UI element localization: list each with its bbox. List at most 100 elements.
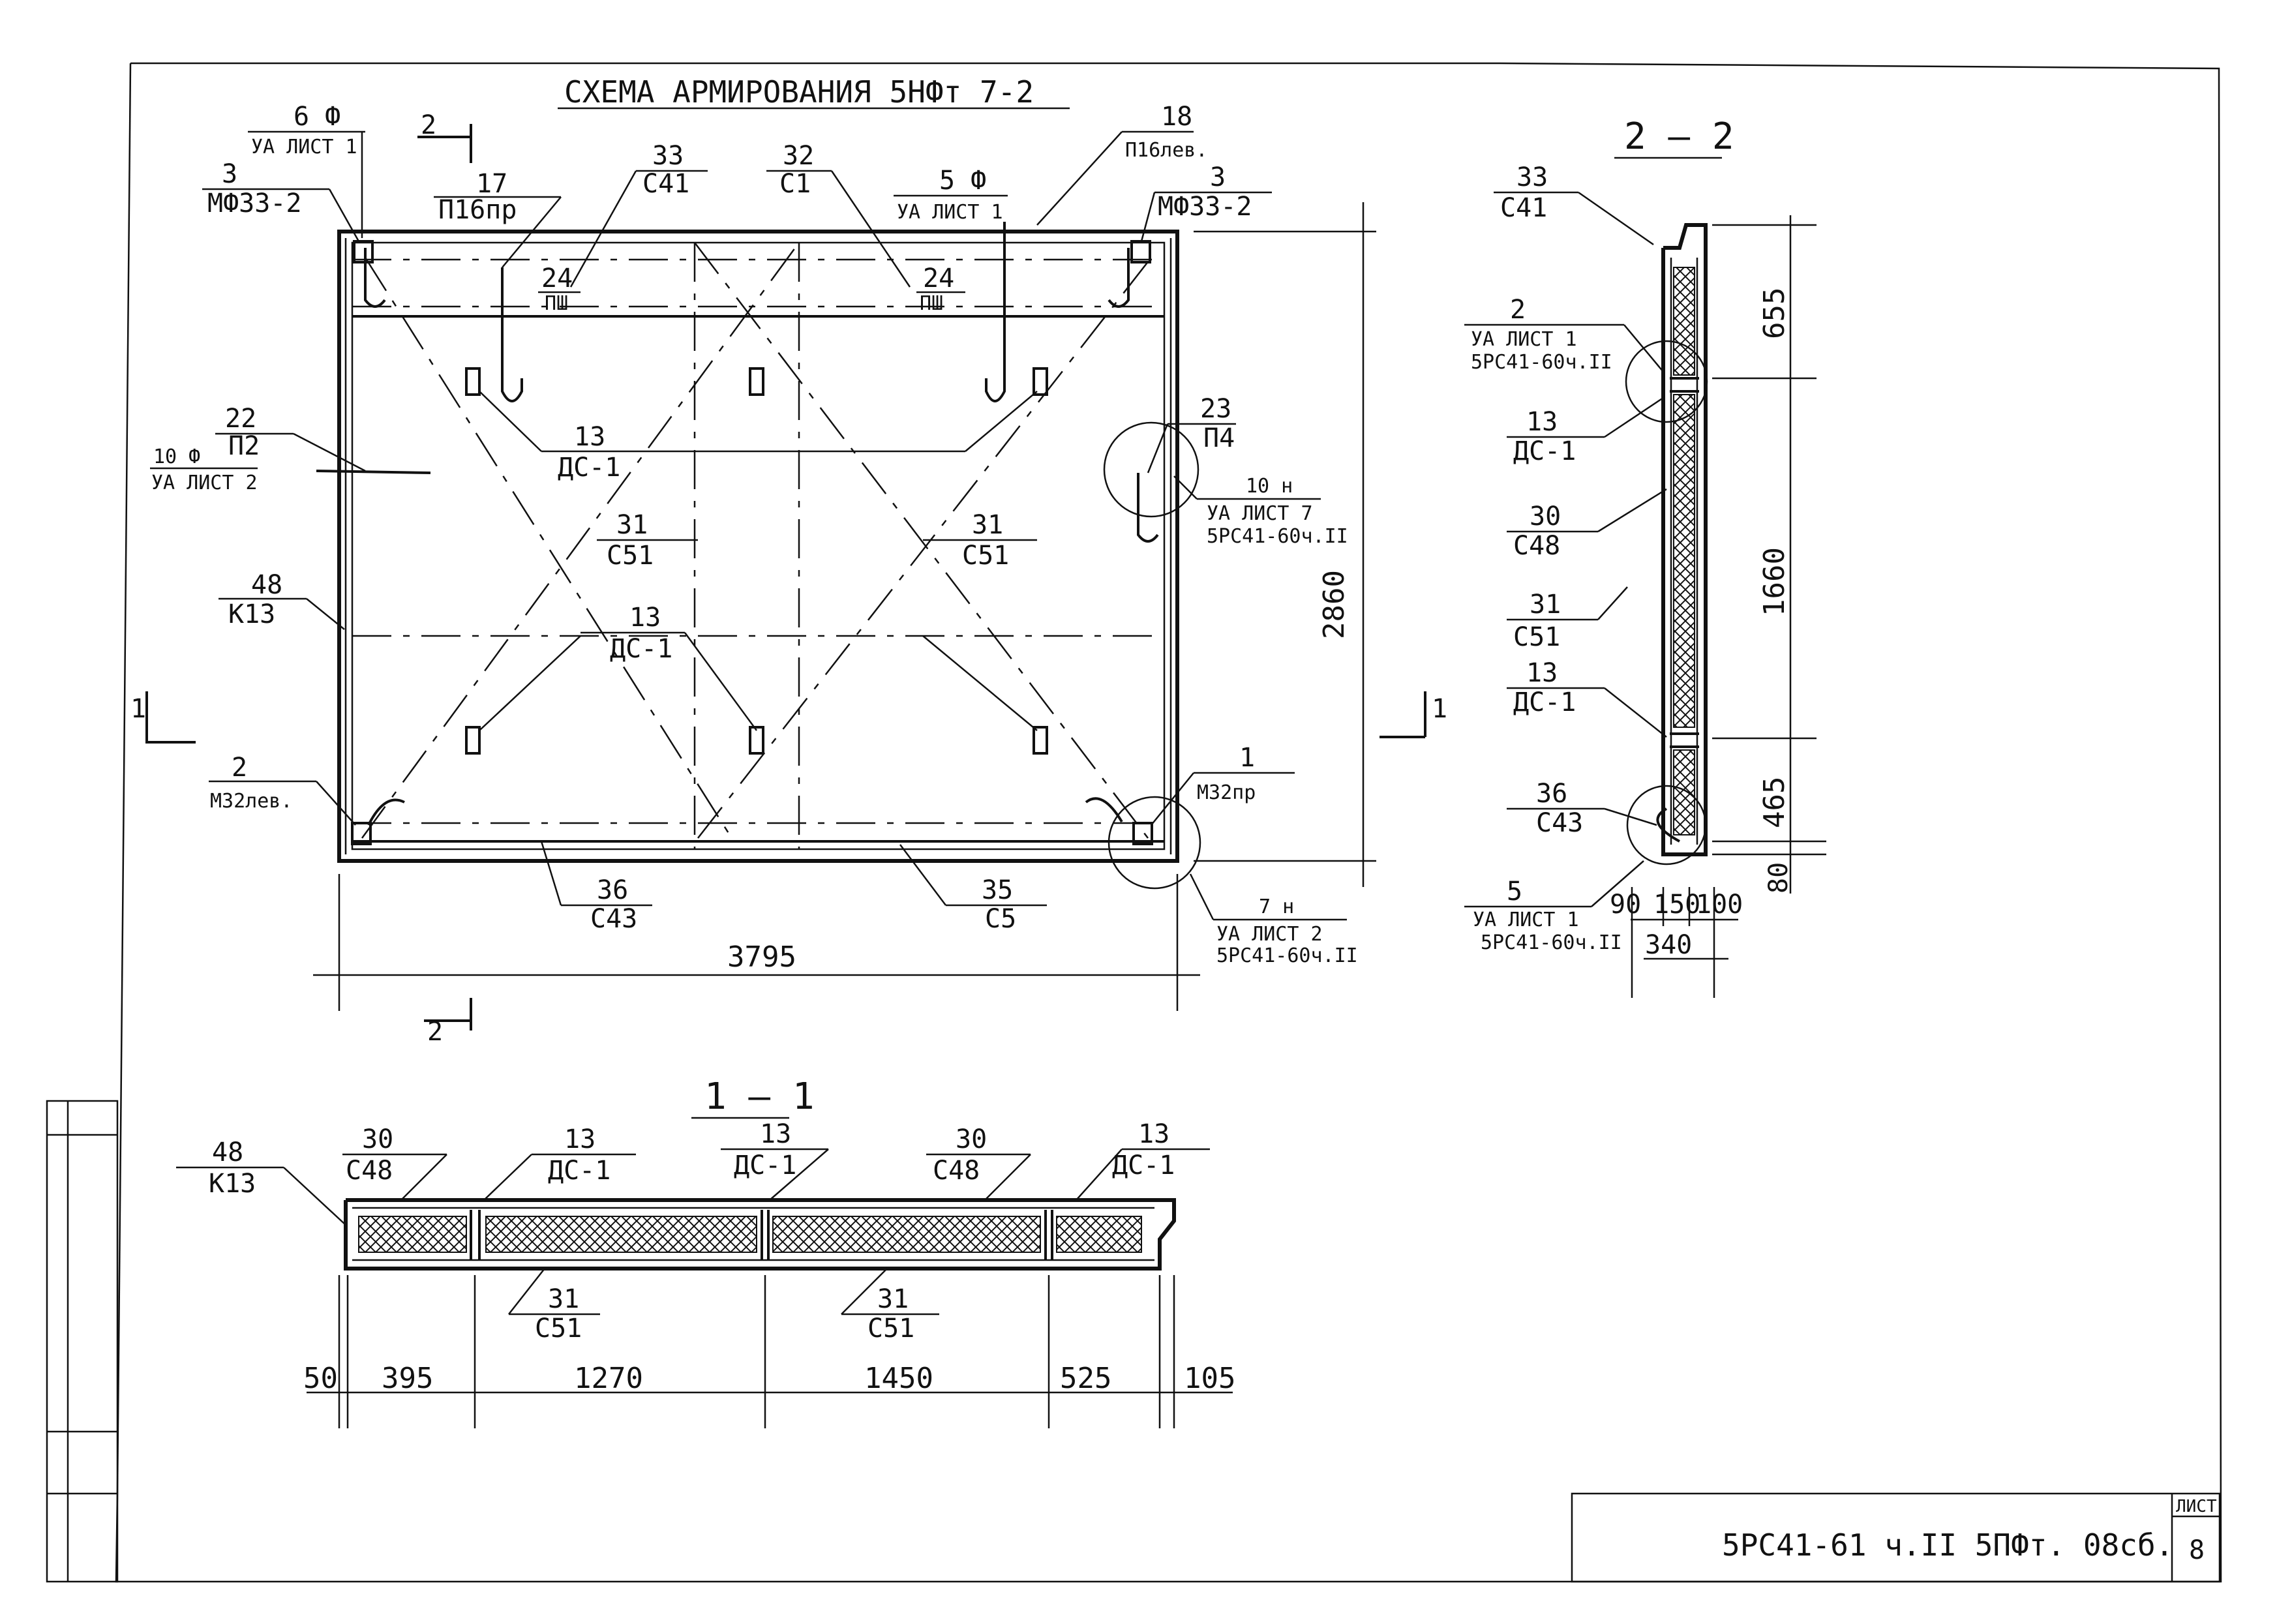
dim-90: 90 xyxy=(1610,890,1641,920)
callout-r36: 36 С43 xyxy=(1507,779,1657,838)
callout-13-top: 13 ДС-1 xyxy=(479,391,1038,483)
svg-text:31: 31 xyxy=(972,510,1003,540)
dim-1660: 1660 xyxy=(1758,547,1791,616)
svg-text:П4: П4 xyxy=(1203,423,1235,453)
callout-22: 22 П2 xyxy=(215,404,366,472)
svg-text:30: 30 xyxy=(1530,502,1561,532)
svg-text:К13: К13 xyxy=(209,1169,256,1199)
main-panel-elevation xyxy=(316,222,1201,890)
callout-r5: 5 УА ЛИСТ 1 5РС41-60ч.II xyxy=(1464,860,1644,954)
callout-36: 36 С43 xyxy=(540,841,652,934)
main-dimensions: 3795 2860 xyxy=(313,202,1376,1011)
callout-r31: 31 С51 xyxy=(1507,586,1628,652)
callout-33: 33 С41 xyxy=(569,141,708,288)
callout-3-left: 3 МФ33-2 xyxy=(202,159,360,242)
svg-text:ДС-1: ДС-1 xyxy=(610,634,672,664)
svg-text:УА ЛИСТ 1: УА ЛИСТ 1 xyxy=(1473,909,1579,931)
cut-marks: 2 2 1 1 xyxy=(130,110,1447,1047)
svg-text:35: 35 xyxy=(982,875,1013,905)
svg-text:5РС41-60ч.II: 5РС41-60ч.II xyxy=(1207,525,1348,548)
svg-text:13: 13 xyxy=(1526,407,1558,437)
svg-text:М32лев.: М32лев. xyxy=(210,790,292,813)
svg-text:УА ЛИСТ 1: УА ЛИСТ 1 xyxy=(251,136,357,158)
callout-32: 32 С1 xyxy=(766,141,911,288)
cut-mark-2-top: 2 xyxy=(421,110,436,140)
svg-text:13: 13 xyxy=(574,422,605,452)
callout-3-right: 3 МФ33-2 xyxy=(1140,162,1272,242)
title-block: ЛИСТ 8 5РС41-61 ч.II 5ПФт. 08сб. xyxy=(1571,1492,2221,1583)
svg-text:П16пр: П16пр xyxy=(438,195,517,225)
callout-13-mid: 13 ДС-1 xyxy=(479,603,1038,731)
svg-text:7 н: 7 н xyxy=(1259,895,1294,918)
svg-text:31: 31 xyxy=(877,1284,909,1314)
callout-10f: 10 Ф УА ЛИСТ 2 xyxy=(150,445,258,494)
callout-b31b: 31 С51 xyxy=(841,1268,939,1344)
callout-10n: 10 н УА ЛИСТ 7 5РС41-60ч.II xyxy=(1173,475,1348,548)
callout-6f: 6 Ф УА ЛИСТ 1 xyxy=(248,102,365,238)
sheet-frame: ЛИСТ 8 5РС41-61 ч.II 5ПФт. 08сб. xyxy=(46,62,2222,1583)
svg-text:ДС-1: ДС-1 xyxy=(734,1150,796,1180)
svg-text:13: 13 xyxy=(564,1124,596,1154)
document-code: 5РС41-61 ч.II 5ПФт. 08сб. xyxy=(1722,1527,2173,1563)
callout-2: 2 М32лев. xyxy=(209,753,356,826)
dim-340: 340 xyxy=(1645,930,1692,960)
svg-text:3: 3 xyxy=(1210,162,1226,192)
section-2-2: 2 – 2 655 1660 465 80 90 xyxy=(1610,115,1826,998)
svg-text:С51: С51 xyxy=(535,1314,582,1344)
dim-100: 100 xyxy=(1696,890,1743,920)
dim-395: 395 xyxy=(382,1362,433,1395)
cut-mark-1-left: 1 xyxy=(130,694,146,724)
svg-text:МФ33-2: МФ33-2 xyxy=(1158,192,1252,222)
dim-150: 150 xyxy=(1653,890,1700,920)
dim-50: 50 xyxy=(303,1362,338,1395)
svg-text:С51: С51 xyxy=(867,1314,914,1344)
svg-text:К13: К13 xyxy=(228,599,275,629)
dim-1450: 1450 xyxy=(864,1362,933,1395)
svg-text:М32пр: М32пр xyxy=(1197,781,1256,804)
dim-525: 525 xyxy=(1060,1362,1111,1395)
callout-18: 18 П16лев. xyxy=(1036,102,1207,226)
svg-text:УА ЛИСТ 2: УА ЛИСТ 2 xyxy=(151,472,258,494)
section-1-1-title: 1 – 1 xyxy=(704,1075,815,1118)
callout-b13b: 13 ДС-1 xyxy=(721,1119,829,1201)
svg-text:С43: С43 xyxy=(590,904,637,934)
svg-text:30: 30 xyxy=(956,1124,987,1154)
svg-text:С51: С51 xyxy=(1513,622,1560,652)
callout-b31a: 31 С51 xyxy=(508,1268,600,1344)
callout-24b: 24 ПШ xyxy=(916,263,965,315)
svg-text:36: 36 xyxy=(597,875,628,905)
dim-1270: 1270 xyxy=(574,1362,643,1395)
sheet-label: ЛИСТ xyxy=(2176,1497,2217,1516)
section-2-2-title: 2 – 2 xyxy=(1624,115,1734,158)
svg-text:3: 3 xyxy=(222,159,237,189)
svg-text:УА ЛИСТ 1: УА ЛИСТ 1 xyxy=(1471,328,1577,351)
callout-r13a: 13 ДС-1 xyxy=(1507,397,1664,466)
svg-text:ДС-1: ДС-1 xyxy=(558,453,620,483)
callout-b13a: 13 ДС-1 xyxy=(483,1124,636,1201)
svg-text:ПШ: ПШ xyxy=(920,292,943,315)
svg-text:5РС41-60ч.II: 5РС41-60ч.II xyxy=(1481,931,1622,954)
svg-text:36: 36 xyxy=(1536,779,1567,809)
svg-text:УА ЛИСТ 2: УА ЛИСТ 2 xyxy=(1216,923,1323,946)
callout-r33: 33 С41 xyxy=(1494,162,1654,246)
svg-text:С43: С43 xyxy=(1536,808,1583,838)
callout-b48: 48 К13 xyxy=(176,1137,348,1227)
svg-text:С1: С1 xyxy=(779,169,811,199)
svg-text:С48: С48 xyxy=(1513,531,1560,561)
dim-655: 655 xyxy=(1758,288,1791,339)
svg-text:ДС-1: ДС-1 xyxy=(1513,436,1576,466)
svg-text:1: 1 xyxy=(1239,743,1255,773)
svg-text:31: 31 xyxy=(548,1284,579,1314)
svg-text:31: 31 xyxy=(1530,590,1561,620)
svg-text:33: 33 xyxy=(652,141,684,171)
dim-465: 465 xyxy=(1758,777,1791,828)
callout-7n: 7 н УА ЛИСТ 2 5РС41-60ч.II xyxy=(1189,873,1358,967)
svg-text:С51: С51 xyxy=(962,541,1009,571)
callout-23: 23 П4 xyxy=(1147,394,1236,474)
svg-text:18: 18 xyxy=(1161,102,1192,132)
svg-text:22: 22 xyxy=(225,404,256,434)
callout-b30a: 30 С48 xyxy=(342,1124,447,1201)
callout-b30b: 30 С48 xyxy=(926,1124,1031,1201)
callout-24a: 24 ПШ xyxy=(538,263,581,315)
